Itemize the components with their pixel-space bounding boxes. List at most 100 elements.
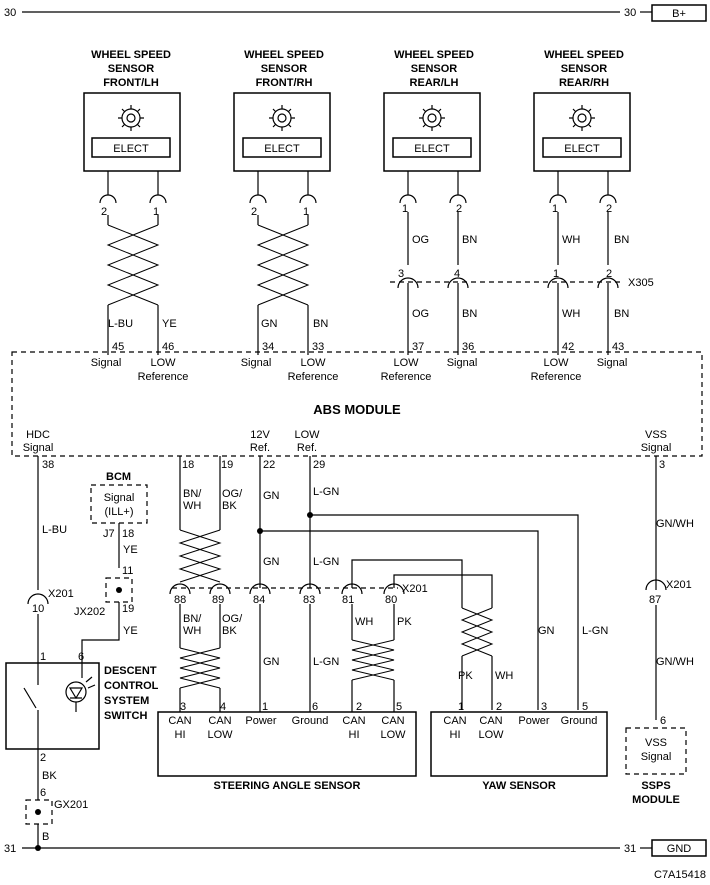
abs-module-title: ABS MODULE bbox=[313, 402, 401, 417]
pin-number: 6 bbox=[40, 787, 46, 799]
pin-number: 29 bbox=[313, 459, 325, 471]
pin-number: 2 bbox=[606, 268, 612, 280]
pin-label: Reference bbox=[288, 371, 339, 383]
yaw-title: YAW SENSOR bbox=[482, 780, 556, 792]
pin-label: Reference bbox=[531, 371, 582, 383]
pin-number: 1 bbox=[262, 701, 268, 713]
connector-label-x201: X201 bbox=[48, 588, 74, 600]
elect-label: ELECT bbox=[564, 143, 600, 155]
bcm: BCM Signal (ILL+) J7 18 YE 11 JX202 19 Y… bbox=[74, 471, 148, 663]
connector-label-gx201: GX201 bbox=[54, 799, 88, 811]
pin-number: 45 bbox=[112, 341, 124, 353]
pin-number: 2 bbox=[101, 206, 107, 218]
pin-label: Signal bbox=[23, 442, 54, 454]
sensor-title: SENSOR bbox=[411, 63, 458, 75]
hdc-signal-wire: L-BU X201 10 bbox=[27, 456, 74, 663]
pin-number: 89 bbox=[212, 594, 224, 606]
wire-color: L-GN bbox=[582, 625, 608, 637]
wire-color: GN bbox=[263, 656, 280, 668]
pin-number: 33 bbox=[312, 341, 324, 353]
switch-title: SWITCH bbox=[104, 710, 147, 722]
wire-color: BK bbox=[222, 500, 237, 512]
wire-color: WH bbox=[562, 234, 580, 246]
pin-number: 2 bbox=[40, 752, 46, 764]
pin-number: 83 bbox=[303, 594, 315, 606]
pin-number: 19 bbox=[221, 459, 233, 471]
pin-label: Ground bbox=[561, 715, 598, 727]
rear-sensor-wires: OG BN WH BN 3 4 1 2 X305 OG BN WH BN bbox=[390, 212, 654, 355]
twisted-pair-front-rh: GN BN bbox=[256, 215, 328, 355]
wire-color: WH bbox=[562, 308, 580, 320]
descent-control-system-switch: 1 6 DESCENT CONTROL SYSTEM SWITCH 2 bbox=[5, 651, 159, 764]
pin-number: 5 bbox=[396, 701, 402, 713]
wire-color: GN bbox=[263, 490, 280, 502]
pin-label: 12V bbox=[250, 429, 270, 441]
pin-label: Signal bbox=[641, 751, 672, 763]
wire-color: GN bbox=[261, 318, 278, 330]
pin-number: 18 bbox=[182, 459, 194, 471]
pin-number: 1 bbox=[552, 203, 558, 215]
sensor-title: WHEEL SPEED bbox=[544, 49, 624, 61]
sensor-title: WHEEL SPEED bbox=[244, 49, 324, 61]
ground-wire: BK 6 GX201 B bbox=[25, 749, 88, 851]
pin-number: 88 bbox=[174, 594, 186, 606]
pin-label: LOW bbox=[207, 729, 233, 741]
wire-color: OG bbox=[412, 234, 429, 246]
pin-number: 22 bbox=[263, 459, 275, 471]
pin-label: HI bbox=[450, 729, 461, 741]
wire-color: WH bbox=[355, 616, 373, 628]
pin-number: 3 bbox=[659, 459, 665, 471]
pin-label: CAN bbox=[443, 715, 466, 727]
pin-number: 38 bbox=[42, 459, 54, 471]
wire-color: PK bbox=[397, 616, 412, 628]
wire-color: BN bbox=[462, 308, 477, 320]
wire-color: YE bbox=[123, 625, 138, 637]
battery-rail: 30 30 B+ bbox=[4, 4, 707, 22]
pin-label: CAN bbox=[381, 715, 404, 727]
bcm-pin-label: Signal bbox=[104, 492, 135, 504]
wire-color: BN/ bbox=[183, 613, 202, 625]
sensor-title: SENSOR bbox=[261, 63, 308, 75]
pin-number: 1 bbox=[153, 206, 159, 218]
pin-label: Power bbox=[518, 715, 550, 727]
wire-color: L-GN bbox=[313, 486, 339, 498]
switch-title: DESCENT bbox=[104, 665, 157, 677]
pin-number: 3 bbox=[180, 701, 186, 713]
connector-label-x201: X201 bbox=[402, 583, 428, 595]
figure-code: C7A15418 bbox=[654, 869, 706, 881]
pin-number: 37 bbox=[412, 341, 424, 353]
pin-number: 2 bbox=[496, 701, 502, 713]
gear-icon bbox=[269, 105, 295, 131]
sensor-leads: 2 1 2 1 1 2 1 2 bbox=[99, 171, 617, 218]
sensor-title: SENSOR bbox=[108, 63, 155, 75]
abs-module: ABS MODULE 45 46 34 33 37 36 42 43 Signa… bbox=[11, 341, 703, 471]
pin-number: 6 bbox=[78, 651, 84, 663]
connector-label: J7 bbox=[103, 528, 115, 540]
wheel-speed-sensor-rear-lh: WHEEL SPEED SENSOR REAR/LH ELECT bbox=[383, 49, 481, 172]
pin-label: CAN bbox=[342, 715, 365, 727]
pin-number: 5 bbox=[582, 701, 588, 713]
pin-label: LOW bbox=[543, 357, 569, 369]
elect-label: ELECT bbox=[414, 143, 450, 155]
pin-number: 19 bbox=[122, 603, 134, 615]
steering-angle-sensor: 3 4 1 6 2 5 CAN HI CAN LOW Power Ground … bbox=[157, 701, 417, 792]
wire-color: WH bbox=[183, 500, 201, 512]
wire-color: GN bbox=[538, 625, 555, 637]
wire-color: OG/ bbox=[222, 613, 243, 625]
wire-color: OG/ bbox=[222, 488, 243, 500]
pin-number: 34 bbox=[262, 341, 274, 353]
wire-color: GN/WH bbox=[656, 518, 694, 530]
pin-number: 4 bbox=[220, 701, 226, 713]
pin-label: Signal bbox=[447, 357, 478, 369]
wire-color: WH bbox=[183, 625, 201, 637]
pin-number: 84 bbox=[253, 594, 265, 606]
pin-number: 1 bbox=[40, 651, 46, 663]
vss-wire: GN/WH X201 87 GN/WH bbox=[645, 456, 694, 720]
pin-label: Ref. bbox=[250, 442, 270, 454]
pin-number: 2 bbox=[456, 203, 462, 215]
pin-label: CAN bbox=[168, 715, 191, 727]
elect-label: ELECT bbox=[264, 143, 300, 155]
sensor-title: REAR/RH bbox=[559, 77, 609, 89]
pin-number: 4 bbox=[454, 268, 460, 280]
can-wires-upper: BN/ WH OG/ BK bbox=[178, 456, 243, 583]
